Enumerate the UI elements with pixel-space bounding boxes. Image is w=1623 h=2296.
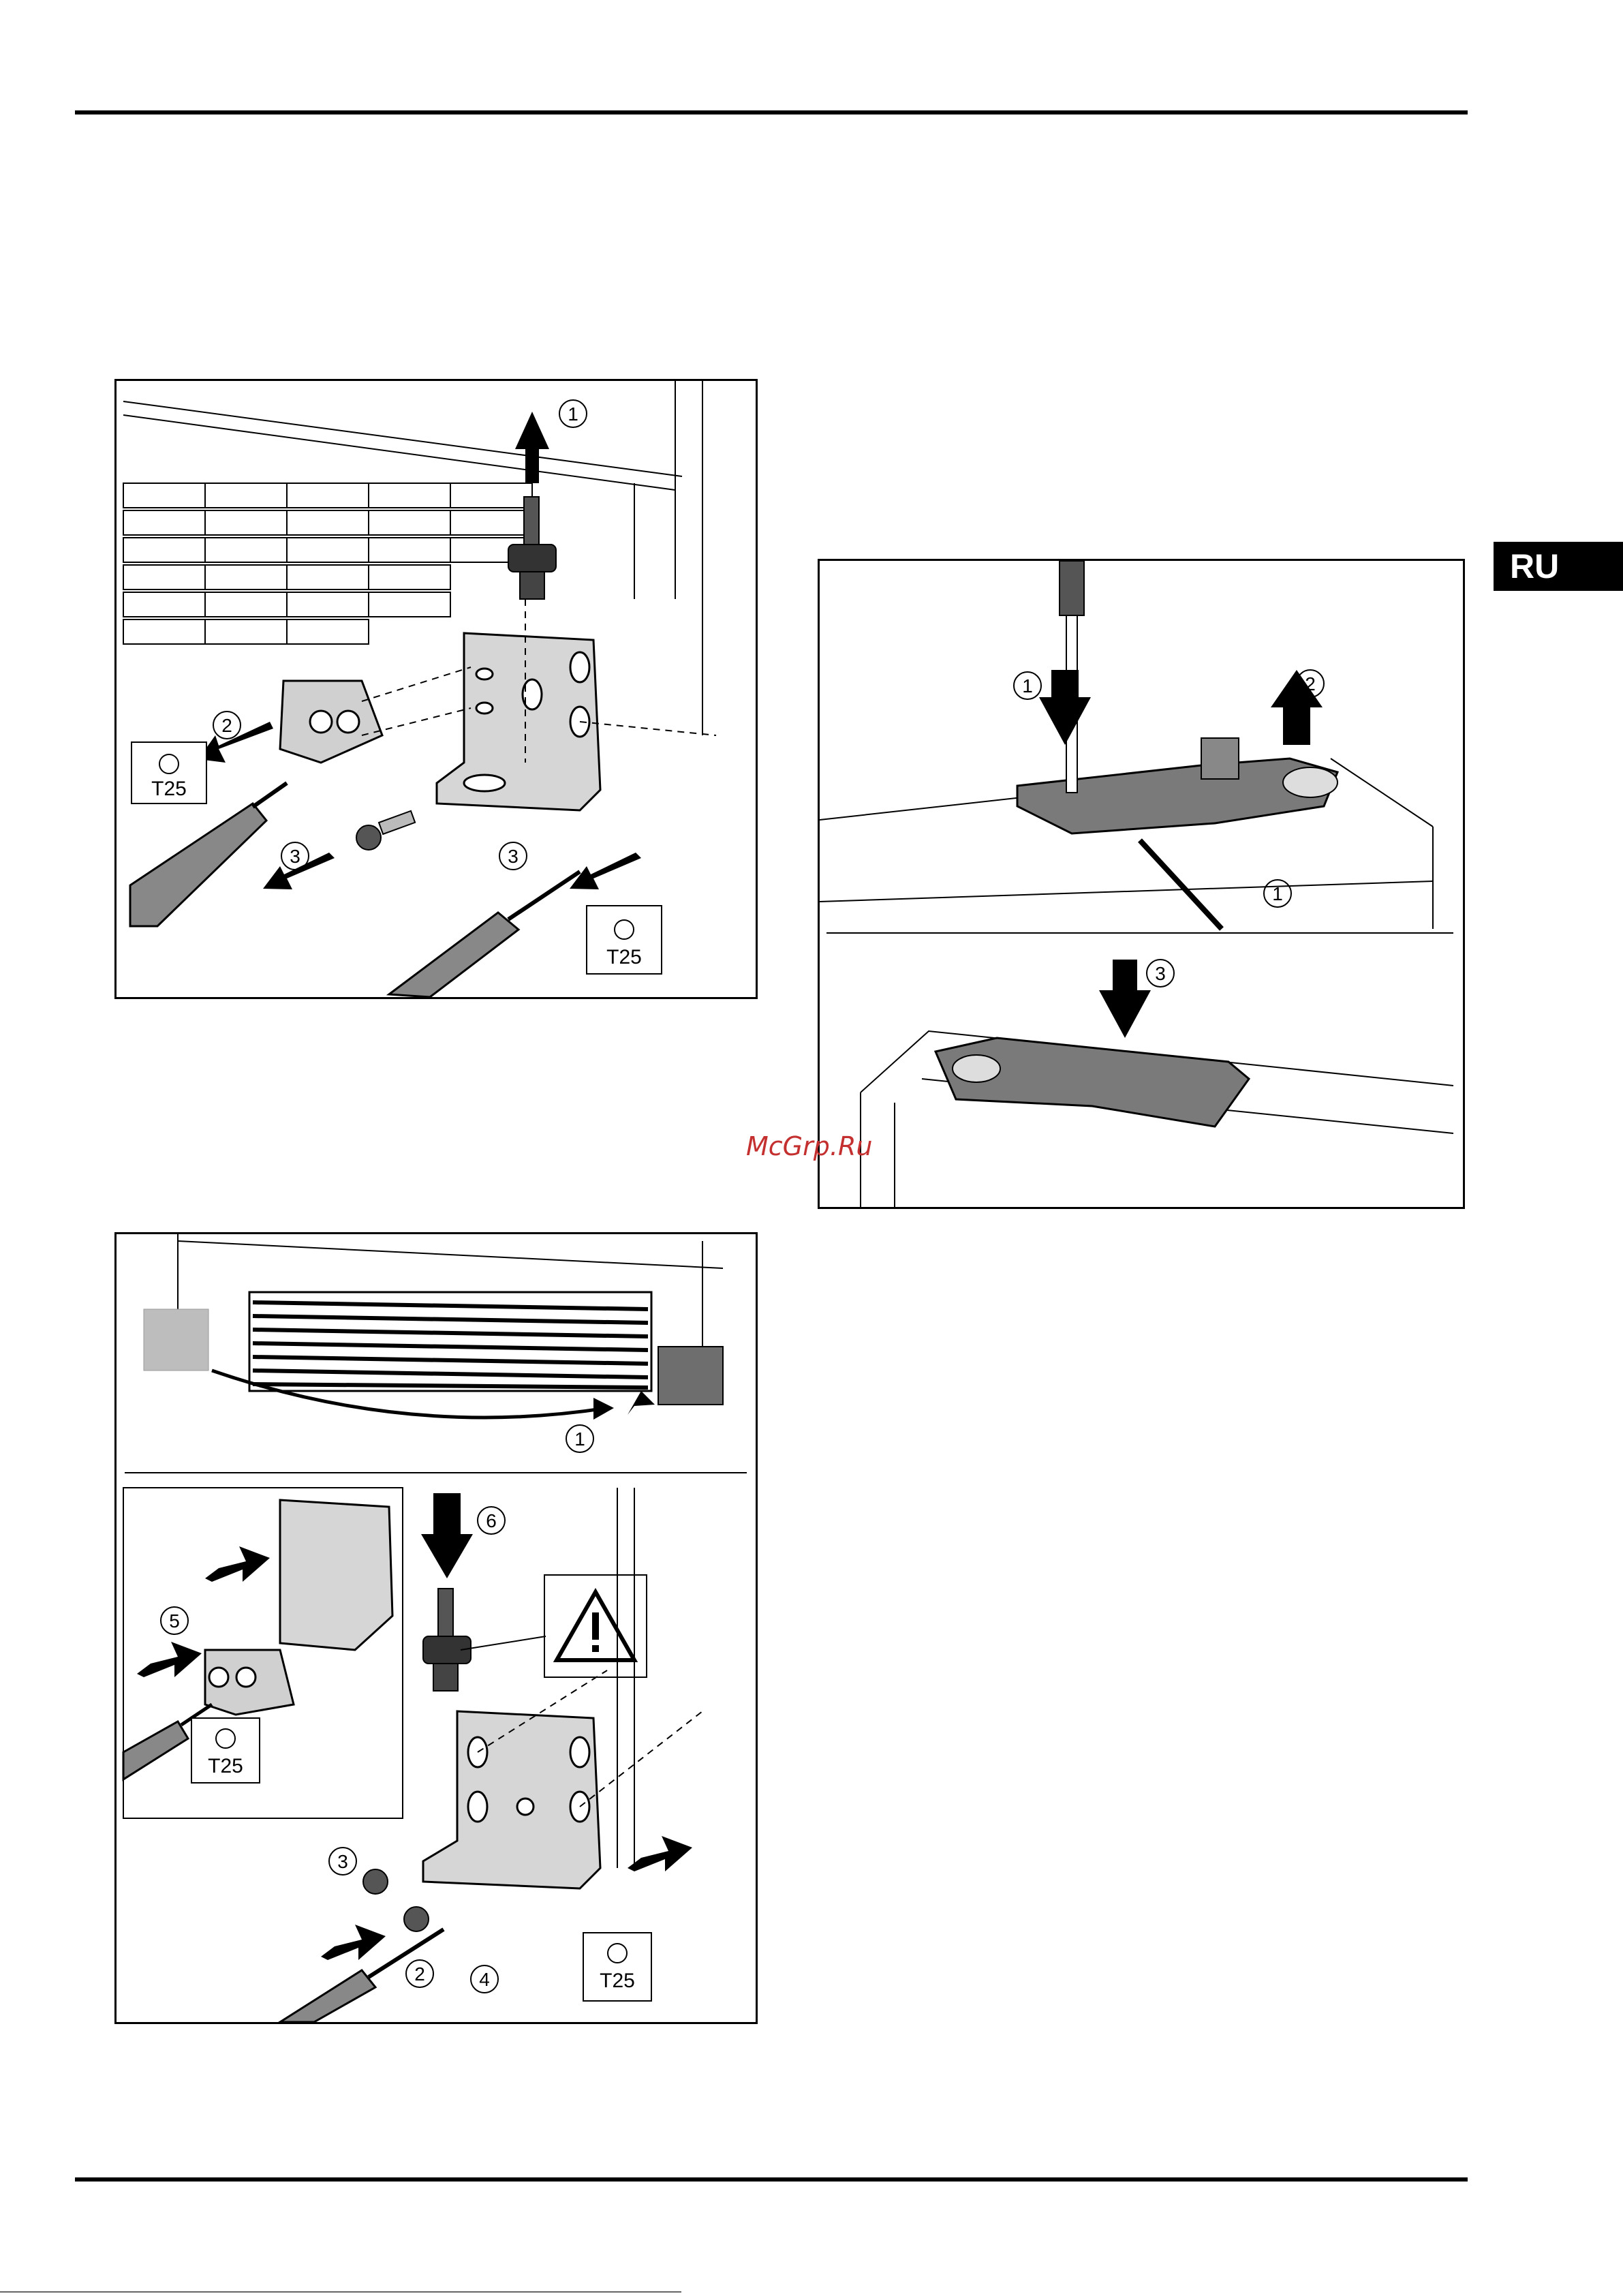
torx-t25-label: T25	[208, 1755, 243, 1777]
cover-panel-target	[658, 1347, 723, 1405]
warning-icon	[544, 1575, 647, 1677]
ventilation-grille	[123, 483, 532, 644]
arrow-left-icon	[570, 853, 641, 889]
screw-icon	[356, 825, 381, 850]
step-number: 6	[486, 1510, 497, 1531]
torx-t25-label: T25	[600, 1970, 635, 1992]
arrow-down-icon	[421, 1493, 473, 1578]
step-number: 3	[1155, 963, 1166, 984]
ventilation-grille	[249, 1292, 651, 1391]
torx-t25-label: T25	[151, 778, 187, 800]
hinge-cover	[1017, 759, 1338, 833]
torx-label-box: T25	[191, 1718, 260, 1783]
screw-icon	[363, 1869, 388, 1894]
arrow-right-icon	[628, 1391, 655, 1415]
language-tab: RU	[1494, 542, 1623, 591]
step-number: 1	[568, 403, 578, 425]
cover-panel-source	[144, 1309, 208, 1371]
screw-icon	[404, 1907, 429, 1931]
step-number: 1	[574, 1428, 585, 1450]
screwdriver-icon	[389, 872, 580, 997]
arrow-right-icon	[628, 1836, 692, 1871]
page-edge-line	[0, 2291, 681, 2293]
step-number: 1	[1272, 883, 1283, 904]
step-number: 3	[290, 846, 300, 867]
footer-rule	[75, 2177, 1468, 2182]
screwdriver-icon	[130, 783, 287, 926]
torx-label-box: T25	[587, 906, 662, 974]
torx-t25-label: T25	[606, 946, 642, 968]
flat-screwdriver-icon	[1140, 840, 1222, 929]
figure-cover-removal: 1 2 1 3	[818, 559, 1465, 1209]
cover-removal-illustration: 1 2 1 3	[820, 561, 1463, 1207]
figure-hinge-reinstall: T25	[114, 1232, 758, 2024]
torx-label-box: T25	[583, 1933, 651, 2001]
torx-label-box: T25	[132, 742, 206, 803]
header-rule	[75, 110, 1468, 114]
step-number: 3	[508, 846, 519, 867]
figure-hinge-removal: T25 T25 1 2 3 3	[114, 379, 758, 999]
arrow-right-icon	[593, 1398, 614, 1420]
arrow-down-icon	[1039, 670, 1091, 745]
arrow-down-icon	[1099, 960, 1151, 1038]
step-number: 2	[1305, 673, 1316, 694]
hinge-reinstall-illustration: T25	[117, 1234, 756, 2022]
step-number: 2	[414, 1963, 425, 1985]
arrow-right-icon	[321, 1925, 386, 1960]
step-number: 1	[1022, 675, 1033, 697]
step-number: 3	[337, 1851, 348, 1872]
step-number: 2	[221, 715, 232, 736]
hinge-pin	[423, 1589, 471, 1691]
hinge-removal-illustration: T25 T25 1 2 3 3	[117, 381, 756, 997]
arrow-left-icon	[198, 722, 273, 763]
step-number: 4	[479, 1969, 490, 1990]
watermark-text: McGrp.Ru	[746, 1131, 872, 1161]
step-number: 5	[169, 1610, 180, 1632]
